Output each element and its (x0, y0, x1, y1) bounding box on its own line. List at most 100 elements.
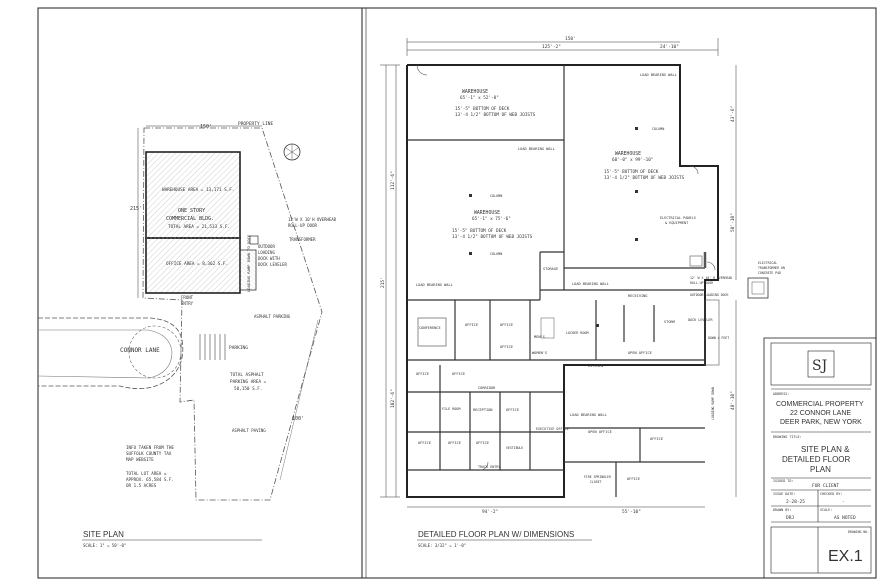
total-asphalt-2: PARKING AREA = (230, 379, 267, 385)
drawing-no-label: DRAWING NO. (848, 530, 869, 534)
warehouse-3-h2: 13'-4 1/2" BOTTOM OF WEB JOISTS (452, 234, 533, 240)
fp-dim-right-c: 48'-10" (730, 391, 736, 410)
floor-plan: 150' 125'-2" 24'-10" 94'-2" 55'-10" 215'… (380, 36, 785, 548)
info-3: MAP WEBSITE (126, 457, 154, 462)
truck-entry: TRUCK ENTRY (478, 465, 500, 469)
lot-1: TOTAL LOT AREA = (126, 471, 167, 476)
checked-value: - (842, 500, 845, 505)
fp-dim-top-total: 150' (565, 36, 576, 42)
electrical-2: & EQUIPMENT (665, 221, 689, 225)
office-a: OFFICE (465, 323, 478, 327)
transformer-1: ELECTRICAL (758, 261, 777, 265)
load-wall-5: LOAD BEARING WALL (570, 413, 607, 417)
outdoor-dock-2: LOADING (258, 250, 275, 255)
floor-plan-scale: SCALE: 3/32" = 1'-0" (418, 543, 466, 548)
conference: CONFERENCE (419, 326, 441, 330)
office-f: OFFICE (506, 408, 519, 412)
warehouse-2-size: 60'-0" x 99'-10" (612, 157, 653, 163)
roll-up-door-2: ROLL-UP DOOR (288, 223, 317, 228)
drawing-title-label: DRAWING TITLE: (773, 435, 802, 439)
fp-dim-left-total: 215' (380, 277, 386, 288)
loading-ramp-label: LOADING RAMP DOWN TO DOCK (246, 234, 251, 292)
building-label-2: COMMERCIAL BLDG. (166, 216, 214, 222)
fp-dim-top-a: 125'-2" (542, 44, 561, 50)
receiving: RECEIVING (628, 294, 647, 298)
building-label-1: ONE STORY (178, 208, 205, 214)
dock-leveler: DOCK LEVELER (688, 318, 713, 322)
office-g: OFFICE (418, 441, 431, 445)
office-j: OFFICE (650, 437, 663, 441)
vestibule: VESTIBULE (506, 446, 523, 450)
parking-label: PARKING (229, 345, 248, 351)
open-office-a: OPEN OFFICE (628, 351, 652, 355)
warehouse-3-size: 65'-1" x 75'-6" (472, 216, 511, 222)
building-total: TOTAL AREA = 21,533 S.F. (168, 224, 230, 230)
column-3: COLUMN (490, 252, 502, 256)
outdoor-dock: OUTDOOR LOADING DOCK (690, 293, 728, 297)
property-line (142, 127, 323, 501)
storage: STORAGE (543, 267, 558, 271)
project-1: COMMERCIAL PROPERTY (776, 401, 864, 408)
corridor: CORRIDOR (478, 386, 496, 390)
connor-lane-label: CONNOR LANE (120, 347, 160, 354)
load-wall-3: LOAD BEARING WALL (416, 283, 453, 287)
load-wall-4: LOAD BEARING WALL (572, 282, 609, 286)
office-d: OFFICE (416, 372, 429, 376)
fp-dim-right-a: 43'-6" (730, 106, 736, 122)
office-c: OFFICE (500, 345, 513, 349)
office-e: OFFICE (452, 372, 465, 376)
column-2: COLUMN (652, 127, 664, 131)
front-entry-1: FRONT (181, 295, 194, 300)
lot-2: APPROX. 65,584 S.F. (126, 477, 174, 482)
dim-top: 150' (200, 124, 212, 130)
file-room: FILE ROOM (442, 407, 460, 411)
drawing-no: EX.1 (828, 548, 863, 565)
info-1: INFO TAKEN FROM THE (126, 445, 174, 450)
site-plan-title: SITE PLAN (83, 530, 124, 539)
fire-closet-2: CLOSET (590, 480, 602, 484)
asphalt-paving-label: ASPHALT PAVING (232, 428, 266, 433)
warehouse-1-h2: 13'-4 1/2" BOTTOM OF WEB JOISTS (455, 112, 536, 118)
outdoor-dock-4: DOCK LEVELER (258, 262, 287, 267)
office-h: OFFICE (448, 441, 461, 445)
total-asphalt-1: TOTAL ASPHALT (230, 372, 264, 378)
locker-room: LOCKER ROOM (566, 331, 588, 335)
fp-dim-top-b: 24'-10" (660, 44, 679, 50)
checked-label: CHECKED BY: (820, 492, 842, 496)
mens: MEN'S (534, 335, 545, 339)
connor-lane-road (38, 317, 184, 390)
total-asphalt-3: 50,150 S.F. (234, 386, 262, 392)
warehouse-area-label: WAREHOUSE AREA = 13,171 S.F. (162, 187, 234, 193)
office-b: OFFICE (500, 323, 513, 327)
building-office (145, 237, 241, 294)
fp-dim-bottom-a: 94'-2" (482, 509, 498, 515)
issued-to: FOR CLIENT (812, 483, 839, 489)
drawing-title-1: SITE PLAN & (801, 445, 850, 454)
ramp-label: LOADING RAMP DOWN (711, 387, 715, 420)
load-wall-1: LOAD BEARING WALL (640, 73, 677, 77)
overhead-2: ROLL-UP DOOR (690, 281, 713, 285)
warehouse-3-name: WAREHOUSE (474, 210, 500, 216)
warehouse-3-h1: 15'-5" BOTTOM OF DECK (452, 228, 507, 234)
transformer-label: TRANSFORMER (289, 237, 316, 242)
warehouse-1-h1: 15'-5" BOTTOM OF DECK (455, 106, 510, 112)
load-wall-2: LOAD BEARING WALL (518, 147, 555, 151)
storm: STORM (664, 320, 676, 324)
date-label: ISSUE DATE: (773, 492, 795, 496)
fp-dim-right-b: 58'-10" (730, 213, 736, 232)
fp-dim-bottom-b: 55'-10" (622, 509, 641, 515)
scale-value: AS NOTED (834, 515, 856, 521)
project-3: DEER PARK, NEW YORK (780, 419, 862, 426)
warehouse-2-name: WAREHOUSE (615, 151, 641, 157)
address-label: ADDRESS: (773, 392, 789, 396)
outer-border (37, 7, 877, 579)
office-k: OFFICE (627, 477, 640, 481)
drawn-label: DRAWN BY: (773, 508, 791, 512)
office-area-label: OFFICE AREA = 8,362 S.F. (166, 261, 228, 267)
fire-closet-1: FIRE SPRINKLER (584, 475, 611, 479)
womens: WOMEN'S (532, 351, 547, 355)
electrical-1: ELECTRICAL PANELS (660, 216, 696, 220)
transformer-pad (249, 235, 259, 245)
outdoor-dock-1: OUTDOOR (258, 244, 275, 249)
